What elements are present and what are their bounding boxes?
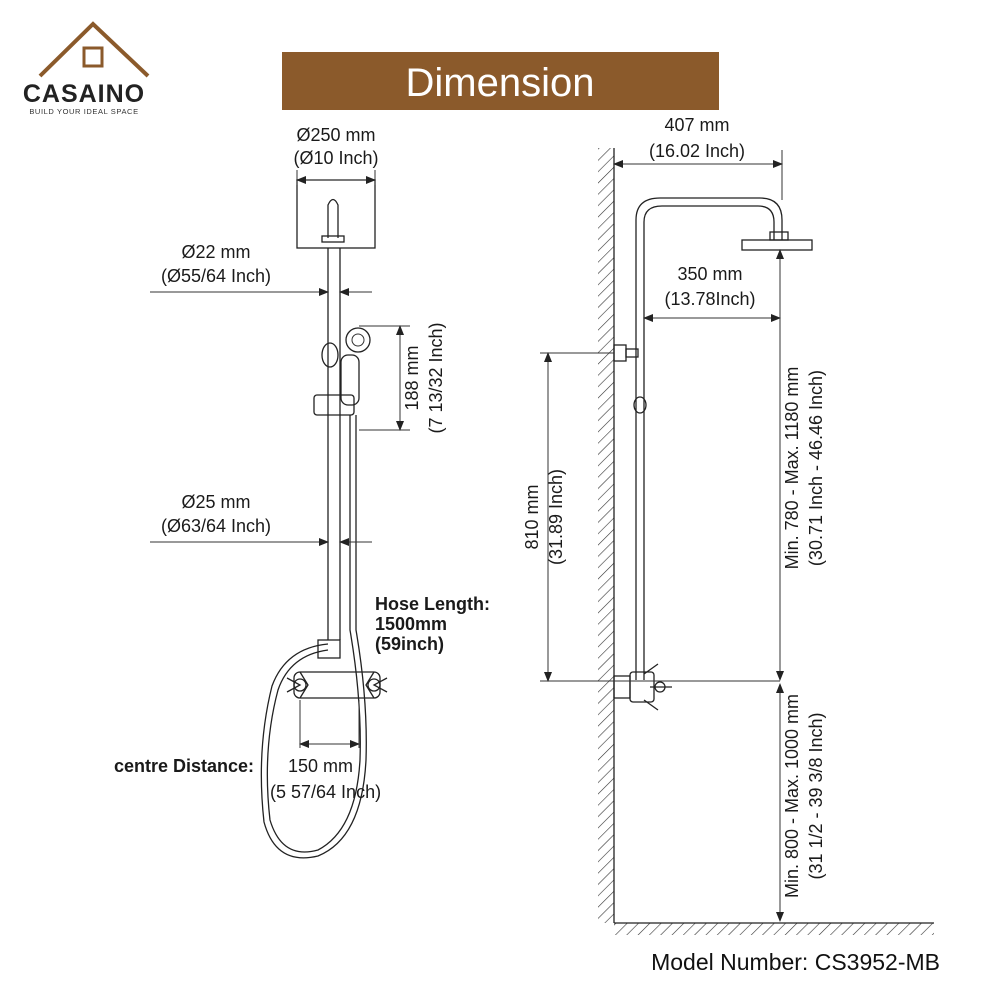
diverter: [317, 639, 341, 659]
side-view-drawing: [598, 148, 934, 935]
lower-pipe-in: (Ø63/64 Inch): [161, 516, 271, 536]
shower-head: [296, 179, 376, 249]
side-dimension-lines: [540, 150, 784, 922]
hose-in: (59inch): [375, 634, 444, 654]
wall-hatch: [598, 148, 614, 923]
handshower-in: (7 13/32 Inch): [426, 322, 446, 433]
upper-pipe-mm: Ø22 mm: [181, 242, 250, 262]
lower-pipe-mm: Ø25 mm: [181, 492, 250, 512]
riser-outer: [635, 197, 783, 680]
hose-label: Hose Length:: [375, 594, 490, 614]
logo-name: CASAINO: [23, 80, 145, 108]
head-diameter-mm: Ø250 mm: [296, 125, 375, 145]
arm-in: (16.02 Inch): [649, 141, 745, 161]
height-mm: Min. 780 - Max. 1180 mm: [782, 367, 802, 570]
title-banner: Dimension: [282, 52, 719, 110]
hose-mm: 1500mm: [375, 614, 447, 634]
bracket-mm: 810 mm: [522, 484, 542, 549]
arm-mm: 407 mm: [664, 115, 729, 135]
floor-in: (31 1/2 - 39 3/8 Inch): [806, 712, 826, 879]
height-in: (30.71 Inch - 46.46 Inch): [806, 370, 826, 566]
model-number: Model Number: CS3952-MB: [651, 949, 940, 975]
left-cross-handle: [286, 671, 309, 699]
centre-in: (5 57/64 Inch): [270, 782, 381, 802]
centre-label: centre Distance:: [114, 756, 254, 776]
side-shower-head: [741, 239, 813, 251]
side-cross-handle: [643, 663, 672, 711]
shower-head-neck: [327, 198, 339, 238]
brand-logo: CASAINO BUILD YOUR IDEAL SPACE: [23, 21, 150, 116]
logo-tagline: BUILD YOUR IDEAL SPACE: [29, 107, 138, 116]
hose: [266, 415, 361, 853]
riser-inner: [643, 205, 775, 680]
bracket-in: (31.89 Inch): [546, 469, 566, 565]
front-view-drawing: [260, 179, 388, 859]
reach-mm: 350 mm: [677, 264, 742, 284]
upper-pipe-in: (Ø55/64 Inch): [161, 266, 271, 286]
page-title: Dimension: [406, 61, 595, 105]
floor-hatch: [614, 923, 934, 935]
centre-mm: 150 mm: [288, 756, 353, 776]
handshower-mm: 188 mm: [402, 345, 422, 410]
side-valve-mount: [613, 675, 631, 699]
head-diameter-in: (Ø10 Inch): [293, 148, 378, 168]
floor-mm: Min. 800 - Max. 1000 mm: [782, 694, 802, 898]
side-slider: [633, 396, 647, 414]
front-dimension-lines: [150, 170, 410, 748]
right-cross-handle: [365, 671, 388, 699]
mixer-valve: [293, 671, 381, 699]
house-roof-icon: [38, 21, 150, 78]
wall-bracket: [613, 344, 627, 362]
reach-in: (13.78Inch): [664, 289, 755, 309]
hand-shower: [340, 354, 360, 406]
